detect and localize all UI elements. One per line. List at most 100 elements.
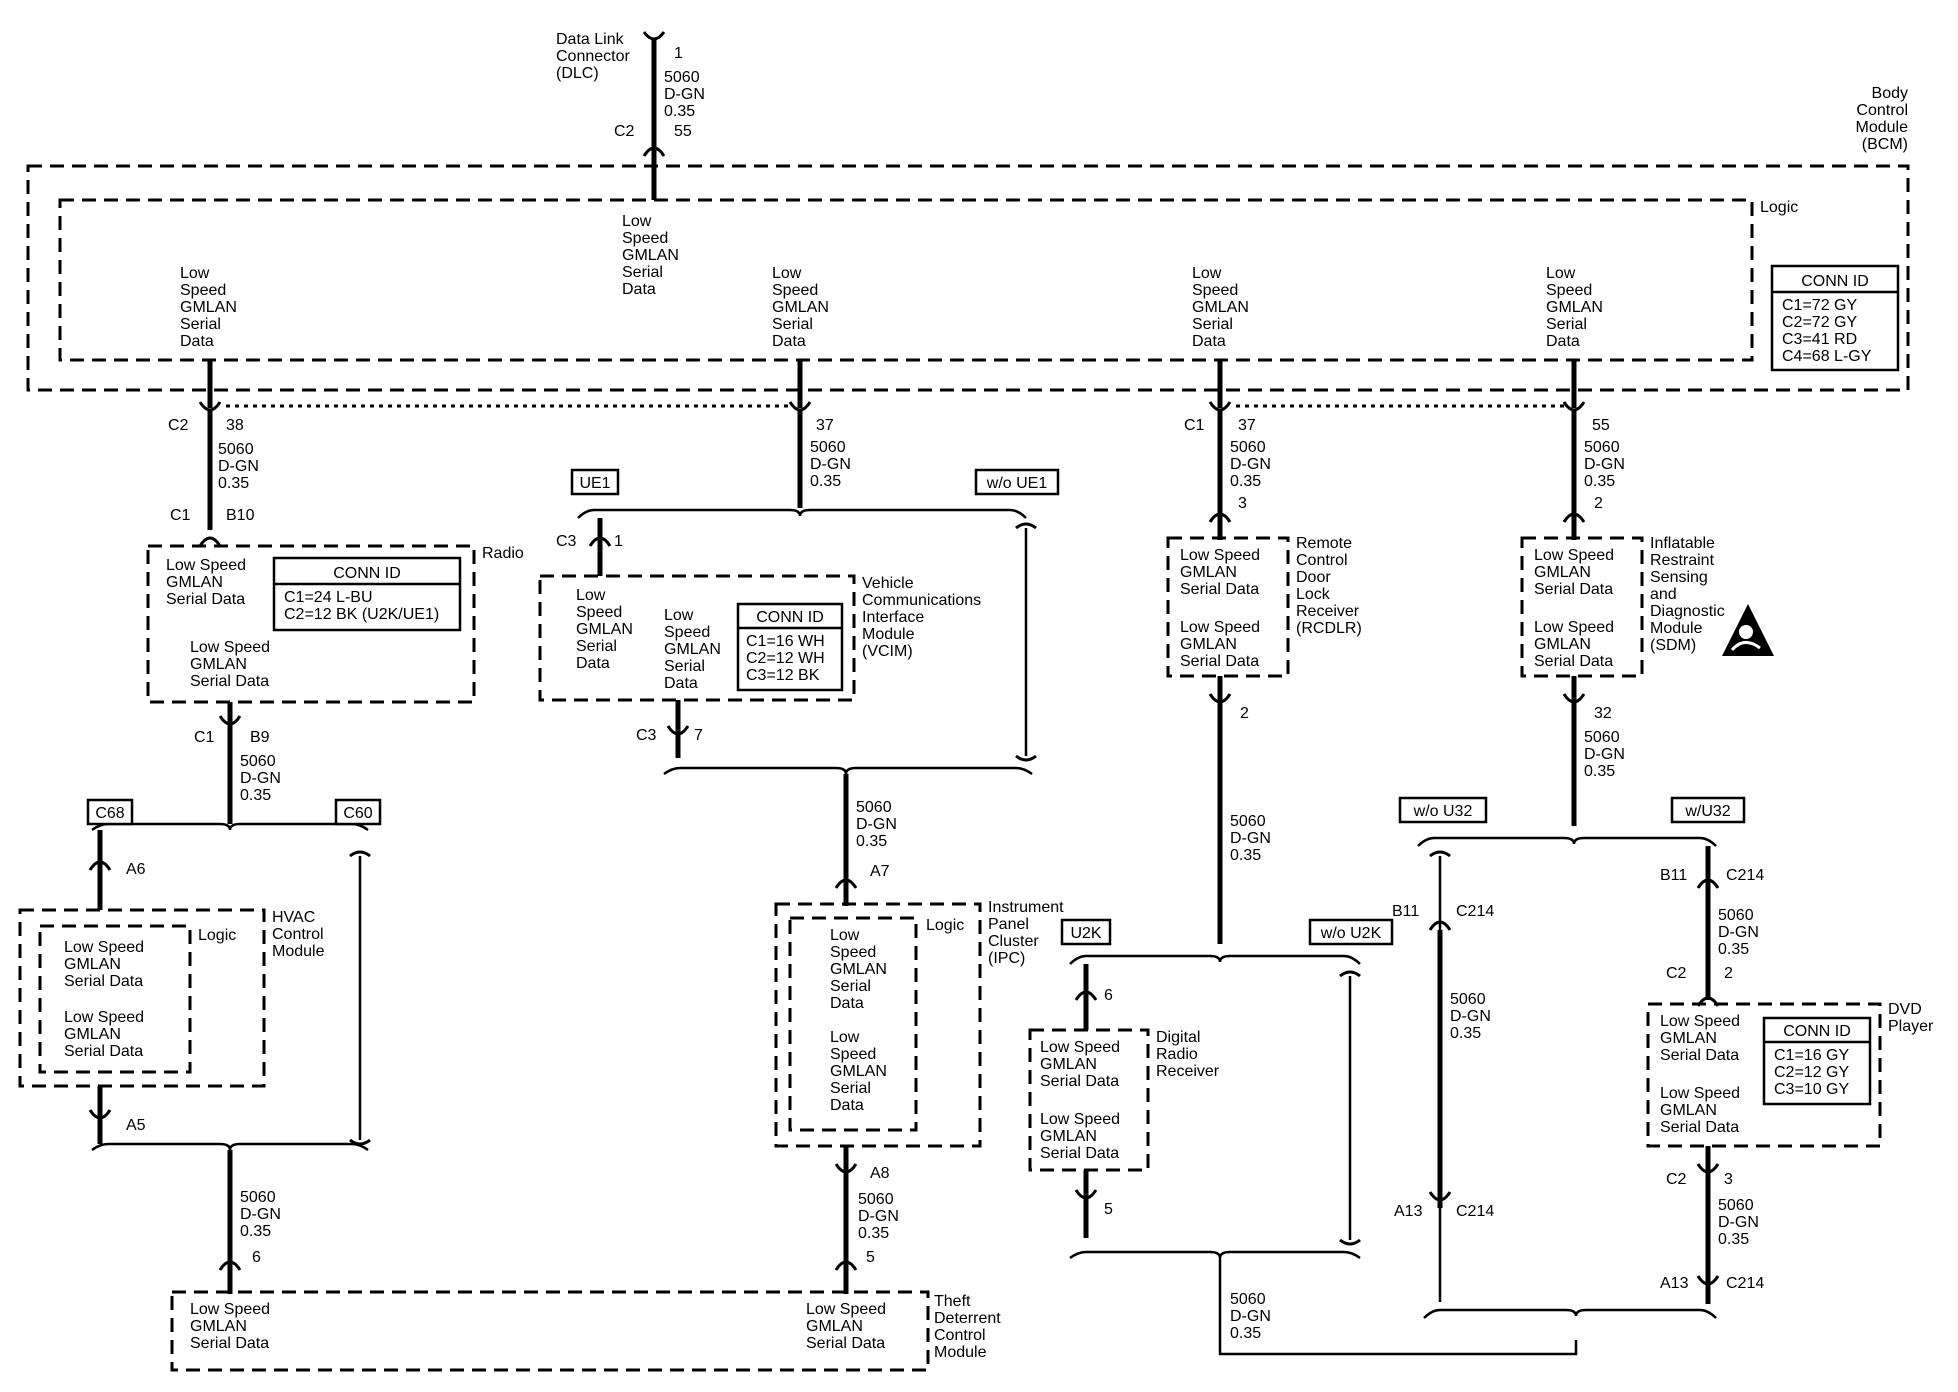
vcim-pin-in: 1 [614,533,623,550]
u2k-splice-bar [1069,954,1361,965]
drr-sig-in-1: Low Speed [1040,1039,1120,1056]
drr-rejoin: 5060 D-GN 0.35 [1069,1250,1578,1356]
bcm-pin-dlc: 55 [674,123,692,140]
radio-pin-in: B10 [226,507,255,524]
bcm-logic-label: Logic [1760,199,1798,216]
sdm-pin-out: 32 [1594,705,1612,722]
vcim-conn-id-box [736,602,844,692]
dlc-wire-color: D-GN [664,86,705,103]
dlc-connector: Data Link Connector (DLC) 1 5060 D-GN 0.… [556,31,705,157]
ipc-pin-in: A7 [870,863,890,880]
bcm-pin-rcdlr: 37 [1238,417,1256,434]
ipc-wire-color: D-GN [856,816,897,833]
bcm-sig-radio-1: Low [180,265,210,282]
radio-out-wire-circuit: 5060 [240,753,276,770]
ipc-wire-size: 0.35 [856,833,887,850]
hvac-logic-outline [38,924,192,1074]
bcm-pin-radio: 38 [226,417,244,434]
vcim-name-3: Interface [862,609,924,626]
vcim-branch: 37 5060 D-GN 0.35 UE1 w/o UE1 C3 1 Vehic… [538,401,1060,906]
hvac-sig-in-1: Low Speed [64,939,144,956]
hvac-sig-out-3: Serial Data [64,1043,143,1060]
hvac-logic-label: Logic [198,927,236,944]
dvd-out-wire-size: 0.35 [1718,1231,1749,1248]
bcm-name-1: Body [1872,85,1908,102]
bcm-sig-vcim-1: Low [772,265,802,282]
rcdlr-sig-out-3: Serial Data [1180,653,1259,670]
ipc-outline [774,902,982,1148]
tdcm-pin-b: 5 [866,1249,875,1266]
option-u2k: U2K [1070,925,1101,942]
ipc-sig-in-3: GMLAN [830,961,887,978]
drr-module: Low Speed GMLAN Serial Data Low Speed GM… [1028,1028,1220,1238]
wo-u2k-top-pin-icon [1339,970,1361,978]
bcm-sig-vcim-5: Data [772,333,806,350]
sdm-outline [1520,536,1644,678]
rcdlr-out-wire-color: D-GN [1230,830,1271,847]
u32-rejoin-bar [1423,1308,1717,1319]
vcim-conn-id-title: CONN ID [756,609,824,626]
sdm-sig-in-1: Low Speed [1534,547,1614,564]
drr-name-1: Digital [1156,1029,1200,1046]
radio-sig-out-3: Serial Data [190,673,269,690]
rcdlr-sig-out-2: GMLAN [1180,636,1237,653]
bcm-sig-rcdlr-4: Serial [1192,316,1233,333]
c60-bottom-pin-icon [349,1138,371,1146]
ipc-sig-out-3: GMLAN [830,1063,887,1080]
bcm-sig-vcim-4: Serial [772,316,813,333]
rcdlr-name-2: Control [1296,552,1348,569]
hvac-pin-in: A6 [126,861,146,878]
dlc-wire-size: 0.35 [664,103,695,120]
dvd-conn-2: C2=12 GY [1774,1064,1849,1081]
tdcm-sig-a-1: Low Speed [190,1301,270,1318]
radio-name: Radio [482,545,524,562]
drr-sig-out-3: Serial Data [1040,1145,1119,1162]
ipc-wire-circuit: 5060 [856,799,892,816]
vcim-pin-out: 7 [694,727,703,744]
drr-outline [1028,1028,1150,1172]
bcm-sig-rcdlr-2: Speed [1192,282,1238,299]
c60-top-pin-icon [349,850,371,858]
wo-u2k-bottom-pin-icon [1339,1238,1361,1246]
bcm-name-2: Control [1856,102,1908,119]
radio-sig-in-2: GMLAN [166,574,223,591]
bcm-conn-2: C2=72 GY [1782,314,1857,331]
bcm-sig-rcdlr-3: GMLAN [1192,299,1249,316]
sdm-out-wire-color: D-GN [1584,746,1625,763]
radio-sig-in-3: Serial Data [166,591,245,608]
ipc-sig-in-5: Data [830,995,864,1012]
ipc-module: Logic Instrument Panel Cluster (IPC) Low… [774,899,1064,1294]
c214-b11-w-u32-icon [1696,878,1720,889]
sdm-sig-out-1: Low Speed [1534,619,1614,636]
option-w-u32-box [1670,796,1746,824]
c214-b11-wo-u32-conn: C214 [1456,903,1494,920]
bcm-sig-dlc-2: Speed [622,230,668,247]
dlc-pin-icon [642,31,666,41]
option-ue1-box [570,468,620,496]
rcdlr-wire-size: 0.35 [1230,473,1261,490]
drr-sig-in-2: GMLAN [1040,1056,1097,1073]
radio-c1-in: C1 [170,507,191,524]
dvd-sig-out-2: GMLAN [1660,1102,1717,1119]
rejoin-wire-color: D-GN [240,1206,281,1223]
bcm-sig-sdm-1: Low [1546,265,1576,282]
wo-u32-top-pin-icon [1429,850,1451,858]
sdm-sig-out-3: Serial Data [1534,653,1613,670]
u32-splice: w/o U32 w/U32 B11 C214 5060 D-GN 0.35 A1… [1392,796,1764,1302]
drr-out-pin-icon [1074,1189,1098,1200]
vcim-sig-in-4: Serial [576,638,617,655]
tdcm-name-2: Deterrent [934,1310,1001,1327]
radio-wire-size: 0.35 [218,475,249,492]
tdcm-sig-b-3: Serial Data [806,1335,885,1352]
hvac-name-2: Control [272,926,324,943]
ipc-pin-out: A8 [870,1165,890,1182]
dvd-c2-in: C2 [1666,965,1687,982]
bcm-sig-dlc-4: Serial [622,264,663,281]
radio-pin-out: B9 [250,729,270,746]
rcdlr-name-1: Remote [1296,535,1352,552]
radio-branch: C2 38 5060 D-GN 0.35 C1 B10 Radio Low Sp… [146,401,524,824]
hvac-rejoin-bar [91,1142,369,1152]
radio-out-wire-color: D-GN [240,770,281,787]
vcim-wire-size: 0.35 [810,473,841,490]
airbag-warning-icon [1722,604,1774,656]
